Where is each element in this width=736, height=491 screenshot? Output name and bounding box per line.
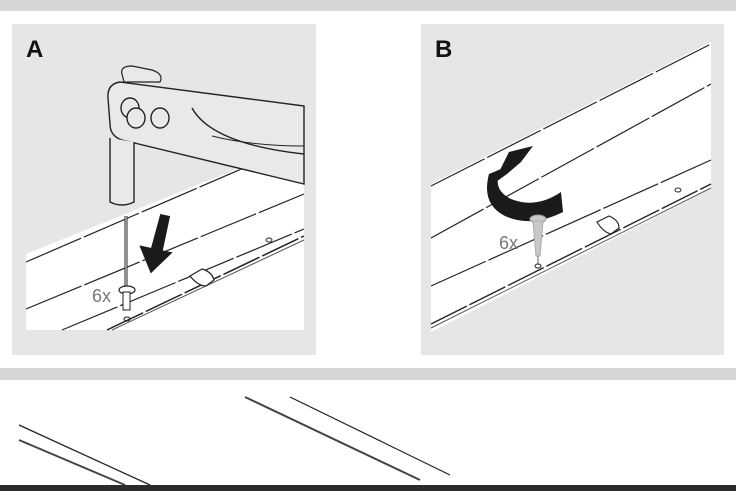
top-divider bbox=[0, 0, 736, 11]
bottom-bar bbox=[0, 485, 736, 491]
step-b-quantity: 6x bbox=[499, 233, 519, 253]
next-step-illustration-partial bbox=[18, 396, 451, 486]
rivet-tool-icon bbox=[107, 65, 305, 206]
step-a-quantity: 6x bbox=[92, 286, 112, 306]
section-divider bbox=[0, 368, 736, 380]
down-arrow-icon bbox=[139, 214, 173, 274]
step-a-label: A bbox=[26, 36, 44, 63]
step-a-panel: A 6x bbox=[12, 24, 316, 355]
rivet-icon bbox=[118, 216, 136, 322]
step-a-illustration bbox=[25, 65, 305, 331]
rotate-arrow-icon bbox=[487, 146, 563, 222]
step-b-panel: B 6x bbox=[421, 24, 724, 355]
step-b-illustration bbox=[430, 42, 712, 332]
step-b-label: B bbox=[435, 36, 453, 63]
screw-icon bbox=[529, 214, 547, 269]
